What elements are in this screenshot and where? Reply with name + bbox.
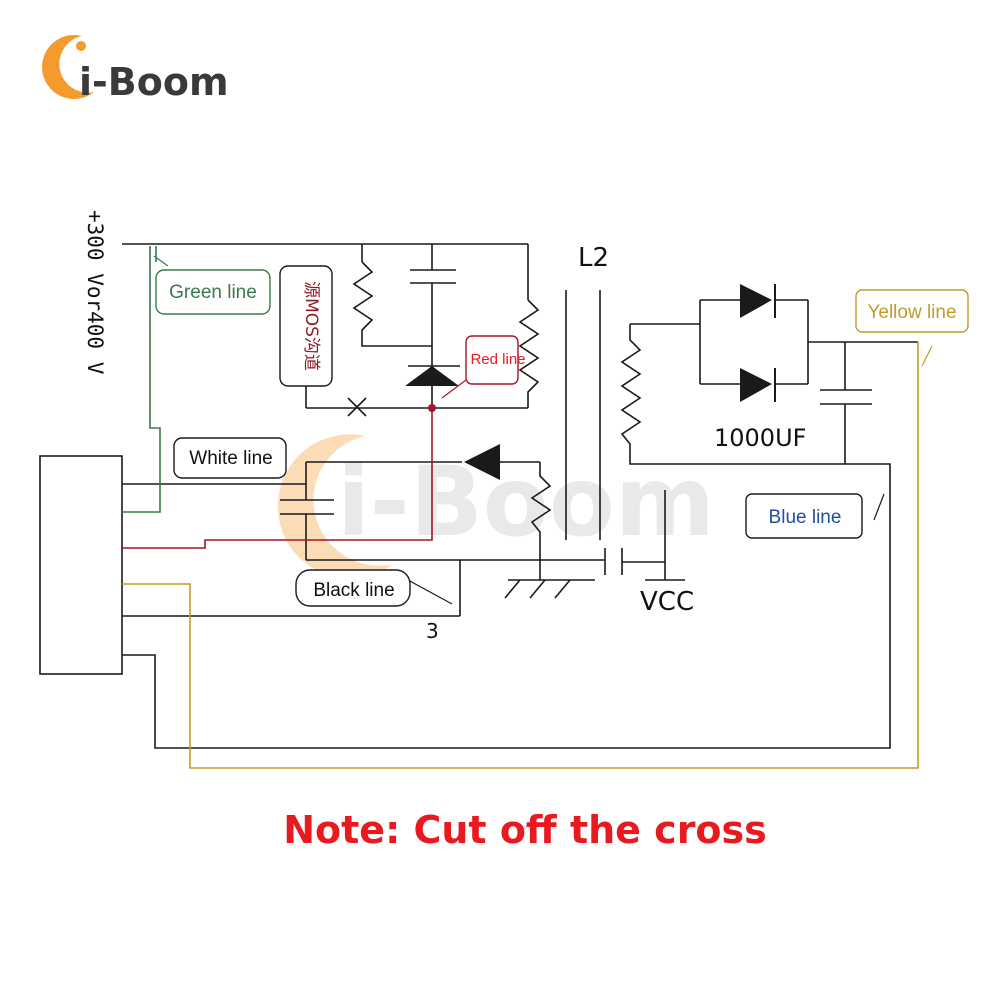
yellow-line-label: Yellow line <box>867 302 956 323</box>
note-text: Note: Cut off the cross <box>283 808 767 852</box>
brand-logo: i-Boom <box>22 22 252 112</box>
feedback-diode-icon <box>464 444 500 480</box>
pin-label: 3 <box>426 619 439 643</box>
vcc-label: VCC <box>640 587 694 617</box>
snubber-resistor <box>352 261 432 347</box>
black-line-label: Black line <box>313 580 394 601</box>
bridge-diode-bottom-icon <box>740 368 772 402</box>
bridge-diode-top-icon <box>740 284 772 318</box>
red-line-box <box>465 335 519 385</box>
green-line-box <box>155 269 271 315</box>
red-line-label: Red line <box>470 351 525 368</box>
yellow-wire <box>122 342 919 769</box>
yellow-line-box <box>855 289 969 333</box>
secondary-winding <box>122 324 891 749</box>
white-line-box <box>173 437 287 479</box>
primary-winding <box>518 299 540 408</box>
mos-box <box>279 265 333 387</box>
green-wire <box>122 246 161 513</box>
capacitor-label: 1000UF <box>714 424 806 452</box>
supply-voltage-label: +300 Vor400 V <box>83 210 107 375</box>
black-line-box <box>295 569 411 607</box>
blue-line-label: Blue line <box>769 507 842 528</box>
green-line-label: Green line <box>169 282 257 303</box>
transformer-label: L2 <box>578 243 609 273</box>
logo-text: i-Boom <box>79 60 229 104</box>
white-line-label: White line <box>189 448 272 469</box>
logo-crescent-icon <box>42 34 94 99</box>
mos-label: 源MOS沟道 <box>301 281 321 371</box>
junction-dot <box>428 404 436 412</box>
mos-diode-icon <box>405 366 459 386</box>
controller-block <box>39 455 123 675</box>
red-wire <box>122 408 433 549</box>
blue-line-box <box>745 493 863 539</box>
